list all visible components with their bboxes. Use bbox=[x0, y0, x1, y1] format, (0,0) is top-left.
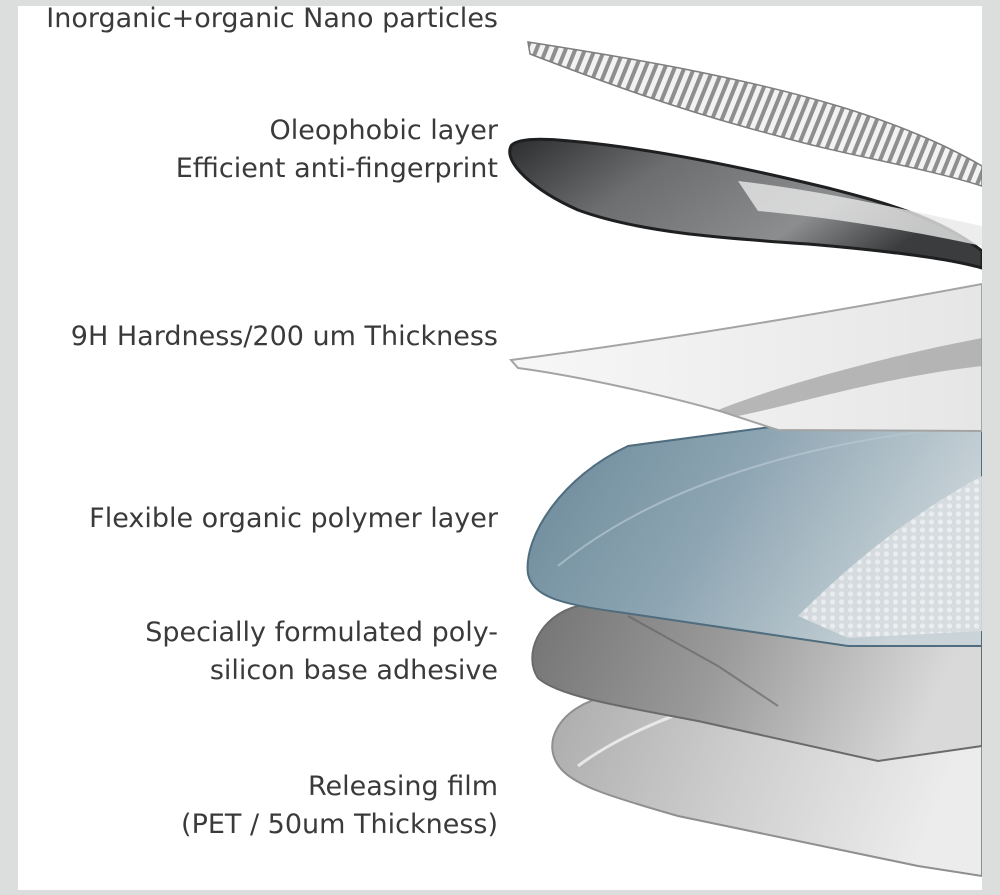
layer-detail bbox=[718, 338, 982, 416]
glass-shape bbox=[509, 282, 982, 433]
layer-labels: Inorganic+organic Nano particles Oleopho… bbox=[18, 6, 498, 890]
layer-diagram: Inorganic+organic Nano particles Oleopho… bbox=[18, 6, 982, 890]
label-oleophobic: Oleophobic layer Efficient anti-fingerpr… bbox=[175, 115, 498, 184]
nano-particles-shape bbox=[527, 41, 982, 187]
polymer-mesh bbox=[798, 476, 982, 638]
label-adhesive: Specially formulated poly- silicon base … bbox=[145, 617, 498, 686]
label-hardness: 9H Hardness/200 um Thickness bbox=[70, 321, 498, 352]
layer-detail bbox=[738, 181, 982, 246]
label-nano: Inorganic+organic Nano particles bbox=[46, 6, 498, 34]
oleophobic-layer-shape bbox=[508, 137, 982, 270]
layer-detail bbox=[557, 425, 982, 567]
layer-illustration bbox=[508, 41, 982, 878]
label-releasing: Releasing film (PET / 50um Thickness) bbox=[181, 771, 498, 840]
layer-detail bbox=[627, 615, 779, 707]
label-polymer: Flexible organic polymer layer bbox=[89, 503, 498, 534]
